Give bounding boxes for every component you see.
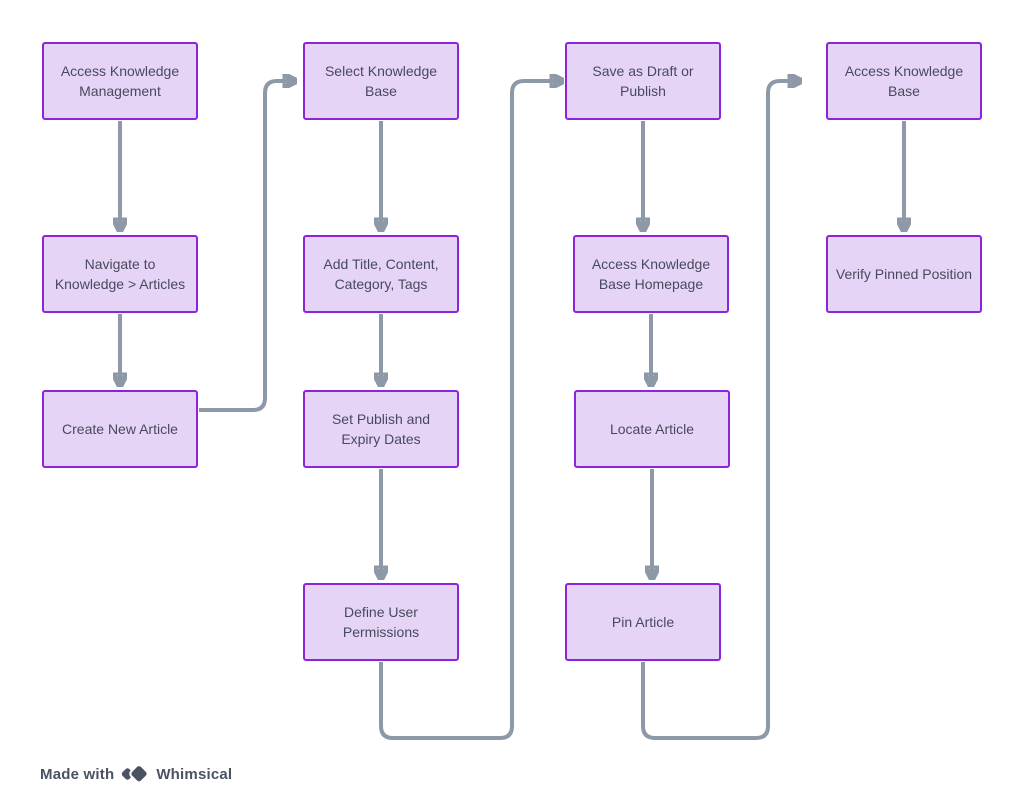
watermark-made-with-label: Made with	[40, 765, 115, 783]
node-access-knowledge-management: Access Knowledge Management	[42, 42, 198, 120]
node-pin-article: Pin Article	[565, 583, 721, 661]
node-label: Verify Pinned Position	[835, 265, 973, 282]
node-label: Select Knowledge Base	[324, 62, 438, 99]
edge-pin-to-access-kb	[641, 81, 796, 740]
node-create-new-article: Create New Article	[42, 390, 198, 468]
node-label: Access Knowledge Base	[844, 62, 964, 99]
made-with-whimsical-watermark: Made with Whimsical	[40, 758, 232, 790]
node-label: Save as Draft or Publish	[592, 62, 694, 99]
edge-define-perms-to-save-draft	[379, 81, 558, 740]
node-add-title-content-category-tags: Add Title, Content, Category, Tags	[303, 235, 459, 313]
node-locate-article: Locate Article	[574, 390, 730, 468]
node-label: Add Title, Content, Category, Tags	[323, 255, 439, 292]
node-access-knowledge-base: Access Knowledge Base	[826, 42, 982, 120]
node-label: Locate Article	[609, 420, 695, 437]
node-label: Access Knowledge Management	[60, 62, 180, 99]
node-label: Pin Article	[611, 613, 675, 630]
node-verify-pinned-position: Verify Pinned Position	[826, 235, 982, 313]
node-define-user-permissions: Define User Permissions	[303, 583, 459, 661]
node-label: Navigate to Knowledge > Articles	[54, 255, 186, 292]
node-label: Set Publish and Expiry Dates	[331, 410, 431, 447]
node-navigate-knowledge-articles: Navigate to Knowledge > Articles	[42, 235, 198, 313]
watermark-brand-label: Whimsical	[156, 765, 233, 783]
node-label: Access Knowledge Base Homepage	[591, 255, 711, 292]
node-label: Create New Article	[62, 420, 178, 437]
edge-create-to-select-kb	[199, 81, 291, 412]
node-label: Define User Permissions	[342, 603, 420, 640]
whimsical-logo-icon	[122, 763, 150, 784]
node-select-knowledge-base: Select Knowledge Base	[303, 42, 459, 120]
node-set-publish-expiry-dates: Set Publish and Expiry Dates	[303, 390, 459, 468]
node-access-kb-homepage: Access Knowledge Base Homepage	[573, 235, 729, 313]
node-save-draft-publish: Save as Draft or Publish	[565, 42, 721, 120]
